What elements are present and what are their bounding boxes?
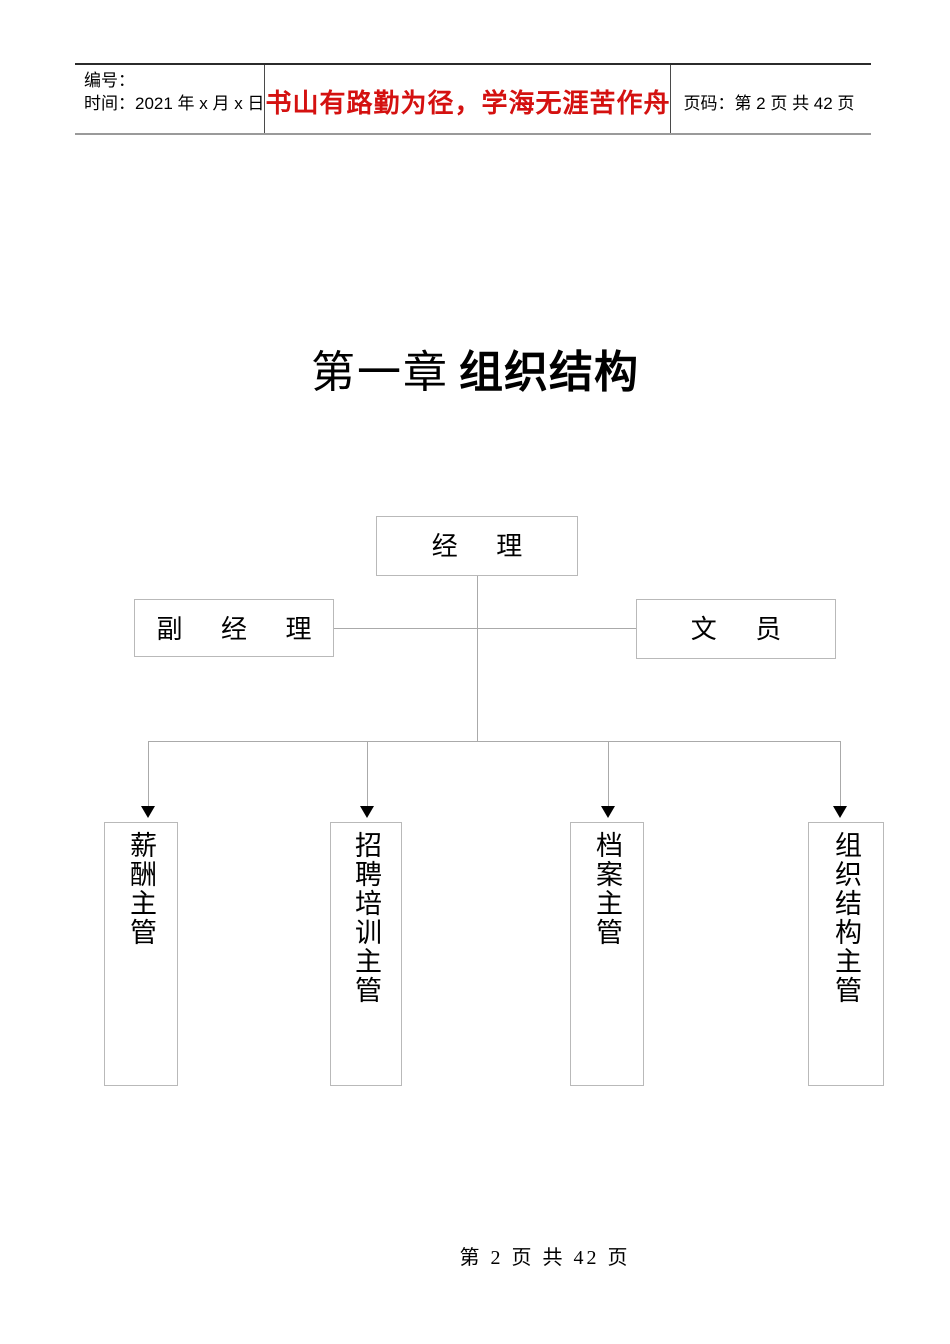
connector-drop-1 xyxy=(148,741,149,809)
connector-drop-4 xyxy=(840,741,841,809)
org-node-archives-supervisor-label: 档案主管 xyxy=(592,831,623,947)
connector-trunk-vertical xyxy=(477,576,478,741)
org-node-compensation-supervisor-label: 薪酬主管 xyxy=(126,831,157,947)
org-node-org-structure-supervisor-label: 组织结构主管 xyxy=(831,831,862,1005)
header-page-info: 页码：第 2 页 共 42 页 xyxy=(683,93,855,113)
page-header-table: 编号： 时间：2021 年 x 月 x 日 书山有路勤为径，学海无涯苦作舟 页码… xyxy=(75,63,871,135)
footer-page-number: 第 2 页 共 42 页 xyxy=(459,1247,631,1269)
header-cell-page-info: 页码：第 2 页 共 42 页 xyxy=(671,65,871,133)
arrow-to-deputy-manager-icon xyxy=(135,621,148,635)
arrow-to-clerk-icon xyxy=(814,621,827,635)
arrow-to-archives-supervisor-icon xyxy=(601,806,615,818)
header-motto-text: 书山有路勤为径，学海无涯苦作舟 xyxy=(265,88,671,118)
connector-drop-2 xyxy=(367,741,368,809)
org-node-clerk-label: 文 员 xyxy=(690,615,798,644)
org-node-manager: 经 理 xyxy=(376,516,578,576)
org-node-recruitment-training-supervisor: 招聘培训主管 xyxy=(330,822,402,1086)
org-node-archives-supervisor: 档案主管 xyxy=(570,822,644,1086)
connector-drop-3 xyxy=(608,741,609,809)
chapter-name: 组织结构 xyxy=(459,348,639,397)
chapter-number: 第一章 xyxy=(311,348,449,397)
header-row: 编号： 时间：2021 年 x 月 x 日 书山有路勤为径，学海无涯苦作舟 页码… xyxy=(75,65,871,133)
page-footer: 第 2 页 共 42 页 xyxy=(0,1241,950,1270)
page-title: 第一章组织结构 xyxy=(0,336,950,400)
org-node-deputy-manager: 副 经 理 xyxy=(134,599,334,657)
arrow-to-org-structure-supervisor-icon xyxy=(833,806,847,818)
header-code-label: 编号： xyxy=(84,71,135,90)
org-node-compensation-supervisor: 薪酬主管 xyxy=(104,822,178,1086)
org-node-manager-label: 经 理 xyxy=(431,532,539,561)
connector-level3-bus xyxy=(148,741,840,742)
header-cell-motto: 书山有路勤为径，学海无涯苦作舟 xyxy=(265,65,672,133)
org-node-clerk: 文 员 xyxy=(636,599,836,659)
org-node-org-structure-supervisor: 组织结构主管 xyxy=(808,822,884,1086)
header-cell-identification: 编号： 时间：2021 年 x 月 x 日 xyxy=(75,65,266,133)
org-node-recruitment-training-supervisor-label: 招聘培训主管 xyxy=(351,831,382,1005)
org-node-deputy-manager-label: 副 经 理 xyxy=(156,615,328,644)
arrow-to-compensation-supervisor-icon xyxy=(141,806,155,818)
header-time-label: 时间：2021 年 x 月 x 日 xyxy=(84,94,265,113)
arrow-to-recruitment-training-supervisor-icon xyxy=(360,806,374,818)
connector-level2-horizontal xyxy=(142,628,814,629)
